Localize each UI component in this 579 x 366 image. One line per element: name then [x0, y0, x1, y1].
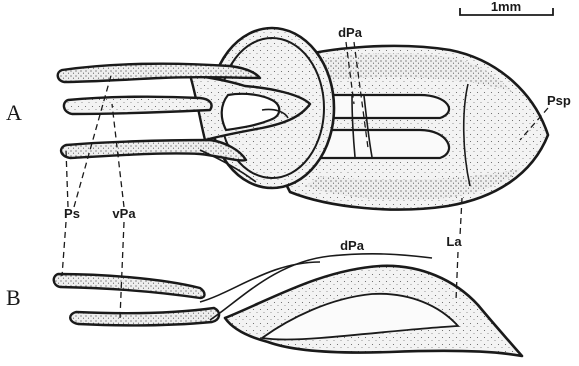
label-dpa-bottom: dPa	[340, 238, 365, 253]
label-la: La	[446, 234, 462, 249]
label-vpa: vPa	[112, 206, 136, 221]
scale-bar-label: 1mm	[491, 0, 521, 14]
lateral-process-ps	[54, 274, 205, 298]
panel-a-drawing	[58, 28, 548, 210]
lateral-process-vpa	[70, 308, 219, 325]
process-vpa	[64, 97, 212, 114]
panel-letter-b: B	[6, 285, 21, 310]
label-dpa-top: dPa	[338, 25, 363, 40]
process-ps-lower	[61, 140, 246, 160]
panel-letter-a: A	[6, 100, 22, 125]
label-psp: Psp	[547, 93, 571, 108]
label-ps: Ps	[64, 206, 80, 221]
scale-bar: 1mm	[460, 0, 553, 15]
panel-b-drawing	[54, 254, 522, 356]
